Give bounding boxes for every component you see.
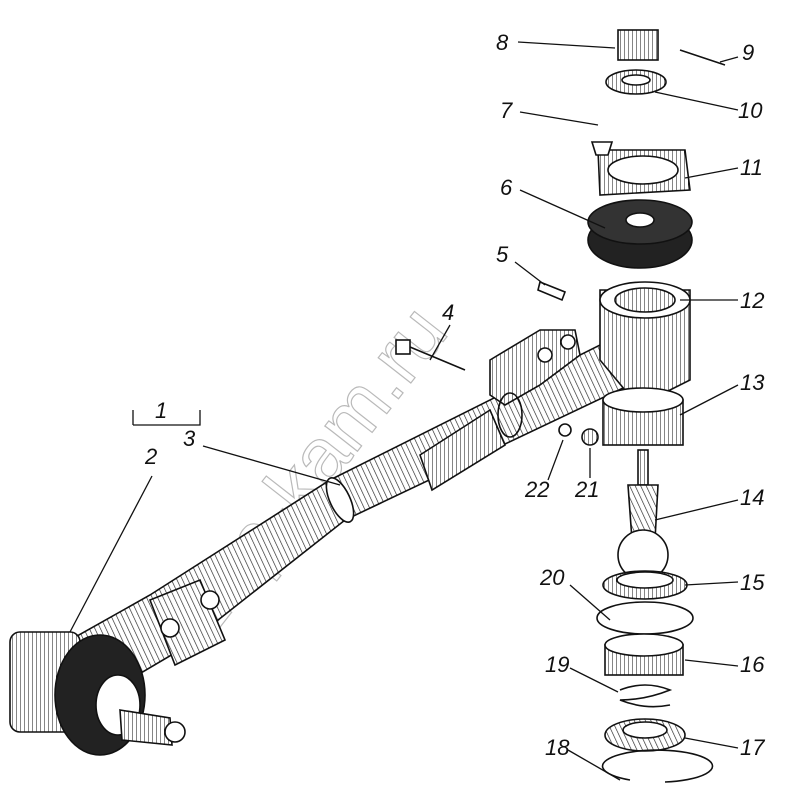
bushing-part-13 [602,387,684,446]
spring-part-19 [619,684,673,708]
leader-lines [69,41,739,781]
callout-9: 9 [742,40,754,65]
callout-4: 4 [442,300,454,325]
snap-ring-part-18 [601,749,714,783]
callout-17: 17 [740,735,765,760]
ball-pin-part-14 [617,449,669,581]
callout-1: 1 [155,398,167,423]
callout-14: 14 [740,485,764,510]
clamp [489,329,581,438]
o-ring-part-20 [596,601,694,635]
callout-21: 21 [574,477,599,502]
cover-part-6 [587,199,693,269]
callout-10: 10 [738,98,763,123]
callout-3: 3 [183,426,196,451]
callout-22: 22 [524,477,549,502]
callout-20: 20 [539,565,565,590]
washer-part-22 [558,423,572,437]
callout-12: 12 [740,288,764,313]
callout-16: 16 [740,652,765,677]
grease-fitting-part-5 [537,280,567,302]
callout-8: 8 [496,30,509,55]
callout-19: 19 [545,652,569,677]
insert-part-16 [604,633,684,676]
callout-7: 7 [500,98,513,123]
callout-18: 18 [545,735,570,760]
nut-part-21 [581,428,599,446]
callout-6: 6 [500,175,513,200]
bolt-part-7 [590,141,614,156]
plug-part-17 [604,718,686,752]
callout-13: 13 [740,370,765,395]
callout-11: 11 [740,155,763,180]
bolt-part-4 [395,339,466,371]
left-tip [9,578,227,756]
callout-15: 15 [740,570,765,595]
callout-labels: 8 9 10 7 11 6 5 12 4 13 1 3 2 22 21 14 2… [144,30,765,760]
cotter-pin-part-9 [679,49,726,66]
ring-part-15 [602,570,688,600]
callout-5: 5 [496,242,509,267]
castle-nut-part-8 [617,29,659,61]
socket-housing-part-12 [599,281,691,396]
callout-2: 2 [144,444,157,469]
